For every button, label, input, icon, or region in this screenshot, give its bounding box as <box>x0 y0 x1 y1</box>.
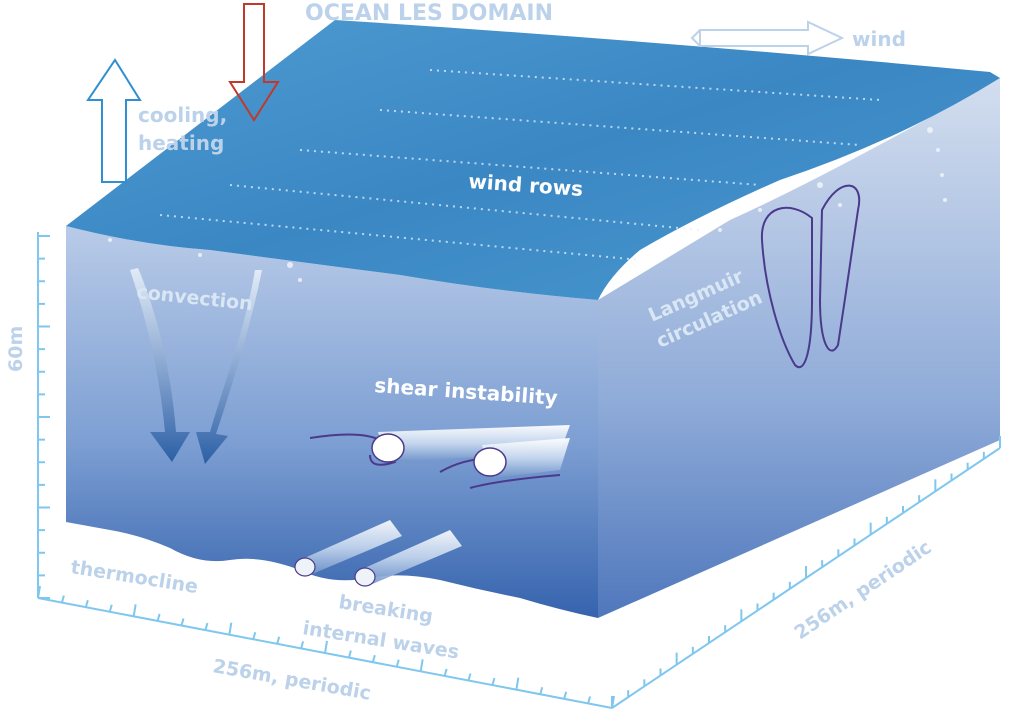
axis-depth-label: 60m <box>5 326 27 372</box>
front-tick <box>587 696 592 704</box>
wind-arrow <box>690 20 845 56</box>
langmuir-loops <box>760 184 861 368</box>
axis-front-label: 256m, periodic <box>211 655 372 704</box>
axis-depth-ticks <box>38 235 50 599</box>
front-tick <box>347 650 352 658</box>
front-face <box>66 226 598 618</box>
convection-arrows <box>130 268 262 464</box>
front-tick <box>180 618 185 626</box>
front-tick <box>371 654 376 663</box>
side-face <box>598 78 1000 618</box>
front-tick <box>563 691 568 700</box>
wind-label: wind <box>852 27 906 51</box>
front-tick <box>443 668 448 677</box>
ocean-surface <box>66 20 1000 300</box>
thermocline-label: thermocline <box>69 556 199 598</box>
breaking-label-1: breaking <box>337 591 434 628</box>
front-tick <box>539 686 544 695</box>
front-tick <box>419 659 424 672</box>
front-tick <box>467 673 472 681</box>
front-tick <box>84 599 89 608</box>
front-tick <box>252 631 257 640</box>
shear-instability-rolls <box>309 425 570 489</box>
cooling-arrow <box>86 58 142 183</box>
heating-arrow <box>228 3 280 122</box>
breaking-label-2: internal waves <box>301 617 460 663</box>
front-tick <box>276 636 281 645</box>
axis-side-ticks <box>611 436 1001 708</box>
front-tick <box>300 641 305 649</box>
front-tick <box>324 640 328 654</box>
front-tick <box>132 604 137 617</box>
breaking-wave-rolls <box>294 520 462 587</box>
front-tick <box>395 659 400 668</box>
axis-side-label: 256m, periodic <box>790 536 935 644</box>
diagram-title: OCEAN LES DOMAIN <box>305 1 553 26</box>
front-tick <box>156 613 161 622</box>
front-tick <box>108 604 113 613</box>
wind-row-streaks <box>159 69 881 261</box>
front-tick <box>515 677 520 690</box>
heating-label: heating <box>138 131 224 155</box>
front-tick <box>37 585 41 599</box>
axis-front-ticks <box>37 585 615 709</box>
front-tick <box>60 595 65 603</box>
front-tick <box>491 677 496 686</box>
cooling-label: cooling, <box>138 103 227 127</box>
surface-foam <box>108 127 947 282</box>
front-tick <box>204 622 209 631</box>
front-tick <box>228 622 233 635</box>
